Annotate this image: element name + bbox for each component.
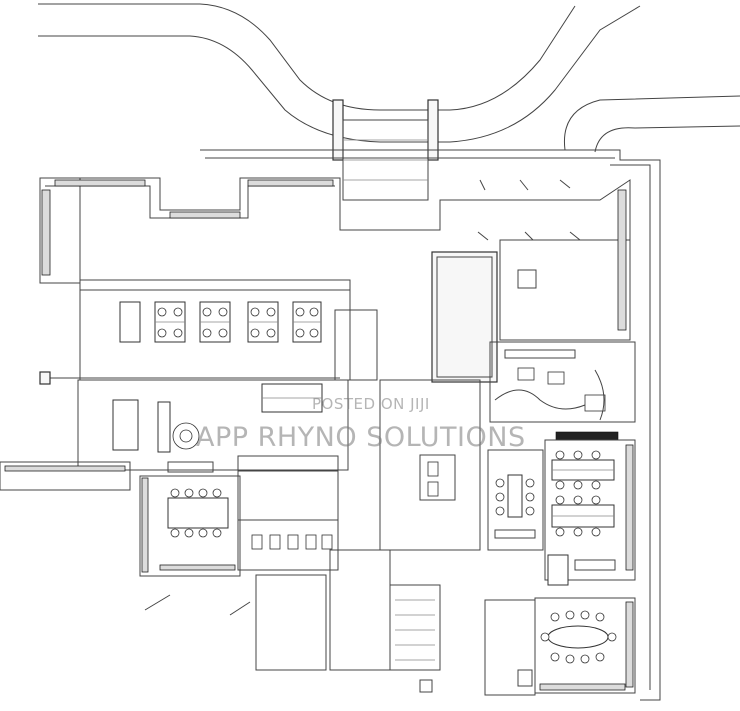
right-upper-area xyxy=(477,179,631,341)
left-wing xyxy=(0,177,351,491)
small-meeting-room xyxy=(487,449,544,551)
board-room xyxy=(484,597,636,696)
watermark-brand: APP RHYNO SOLUTIONS xyxy=(196,422,526,453)
watermark-posted-on: POSTED ON JIJI xyxy=(312,395,430,413)
reception-lounge xyxy=(489,341,636,423)
meeting-room-lower-left xyxy=(139,475,251,616)
lower-left-office xyxy=(112,399,339,473)
central-core xyxy=(255,251,498,693)
top-walkway xyxy=(38,3,740,153)
entrance-steps xyxy=(332,99,439,201)
right-office xyxy=(544,431,636,586)
washroom-row xyxy=(237,469,339,571)
workstation-cluster-top xyxy=(119,301,323,413)
